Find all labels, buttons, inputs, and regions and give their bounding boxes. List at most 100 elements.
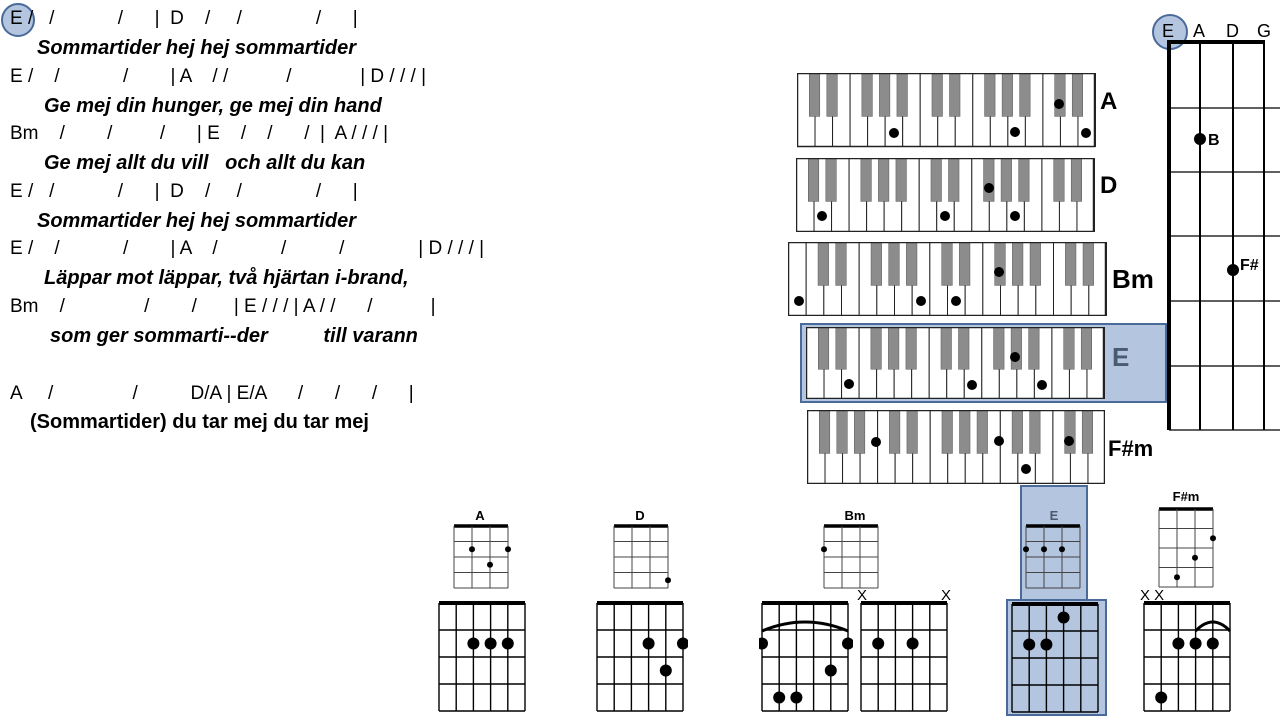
keyboard-label-bm: Bm (1112, 264, 1154, 294)
black-key (1065, 242, 1077, 286)
chord-line-7: A / / D/A | E/A / / / | (10, 383, 414, 404)
black-key (809, 73, 821, 117)
guitar-finger-dot (1155, 691, 1168, 704)
black-key (879, 73, 891, 117)
black-key (896, 73, 908, 117)
guitar-diagram-e (1011, 602, 1099, 713)
black-key (1010, 327, 1022, 370)
black-key (888, 327, 900, 370)
pressed-key-dot (1037, 380, 1047, 390)
black-key (889, 410, 901, 454)
finger-dot (665, 577, 671, 584)
black-key (825, 158, 837, 202)
black-key (1011, 410, 1023, 454)
black-key (993, 327, 1005, 370)
pressed-key-dot (1064, 436, 1074, 446)
fretboard-grid (1167, 40, 1280, 431)
lyric-line-6: som ger sommarti--der till varann (50, 325, 418, 347)
chord-line-1: E / / / | D / / / | (10, 8, 358, 29)
black-key (870, 242, 882, 286)
guitar-diagram-extra (860, 601, 948, 712)
black-key (905, 327, 917, 370)
black-key (835, 327, 847, 370)
keyboard-label-a: A (1100, 88, 1118, 115)
keyboard-bm (788, 242, 1108, 316)
guitar-mute-mark-2: X (941, 587, 952, 604)
note-marker-fs (1227, 264, 1239, 276)
guitar-mute-mark-3: X X (1140, 587, 1165, 604)
black-key (870, 327, 882, 370)
pressed-key-dot (967, 380, 977, 390)
guitar-finger-dot (642, 637, 655, 650)
lyric-line-2: Ge mej din hunger, ge mej din hand (44, 95, 382, 117)
note-marker-fs-label: F# (1240, 257, 1259, 274)
black-key (1029, 410, 1041, 454)
small-diagram-label-d: D (635, 508, 645, 523)
keyboard-d (796, 158, 1095, 232)
pressed-key-dot (984, 183, 994, 193)
keyboard-frame (796, 158, 1095, 232)
guitar-finger-dot (872, 637, 885, 650)
guitar-diagram-a (438, 601, 526, 712)
guitar-finger-dot (484, 637, 497, 650)
small-diagram-label-fsm: F#m (1172, 489, 1200, 504)
black-key (895, 158, 907, 202)
black-key (994, 242, 1006, 286)
pressed-key-dot (1010, 211, 1020, 221)
keyboard-a (797, 73, 1096, 148)
guitar-finger-dot (1172, 637, 1185, 650)
note-marker-b-label: B (1208, 132, 1220, 149)
note-marker-b (1194, 133, 1206, 145)
black-key (836, 410, 848, 454)
small-diagram-a (453, 524, 511, 589)
finger-dot (1023, 546, 1029, 553)
black-key (1001, 73, 1013, 117)
black-key (1081, 410, 1093, 454)
finger-dot (821, 546, 827, 553)
guitar-finger-dot (501, 637, 514, 650)
guitar-diagram-d (596, 601, 688, 712)
string-label-a: A (1193, 21, 1206, 41)
chord-line-2: E / / / | A / / / | D / / / | (10, 66, 427, 87)
keyboard-fsm (807, 410, 1105, 484)
black-key (1028, 327, 1040, 370)
chord-line-5: E / / / | A / / / | D / / / | (10, 238, 485, 259)
chord-line-6: Bm / / / | E / / / | A / / / | (10, 296, 436, 317)
guitar-finger-dot (906, 637, 919, 650)
black-key (906, 242, 918, 286)
black-key (948, 158, 960, 202)
guitar-finger-dot (1189, 637, 1202, 650)
small-diagram-label-e: E (1049, 508, 1059, 523)
guitar-finger-dot (1040, 638, 1053, 651)
small-diagram-label-a: A (475, 508, 485, 523)
small-diagram-bm (821, 524, 879, 589)
black-key (949, 73, 961, 117)
finger-dot (1059, 546, 1065, 553)
guitar-finger-dot (677, 637, 688, 650)
guitar-finger-dot (659, 664, 672, 677)
black-key (906, 410, 918, 454)
guitar-finger-dot (824, 664, 837, 677)
guitar-barre (761, 620, 849, 633)
pressed-key-dot (1021, 464, 1031, 474)
black-key (1019, 73, 1031, 117)
lyric-line-5: Läppar mot läppar, två hjärtan i-brand, (44, 267, 409, 289)
pressed-key-dot (951, 296, 961, 306)
pressed-key-dot (889, 128, 899, 138)
black-key (1053, 158, 1065, 202)
black-key (1000, 158, 1012, 202)
black-key (817, 242, 829, 286)
string-label-g: G (1257, 21, 1272, 41)
pressed-key-dot (871, 437, 881, 447)
string-label-e: E (1162, 21, 1175, 41)
small-diagram-fsm (1158, 507, 1216, 588)
black-key (959, 242, 971, 286)
black-key (958, 327, 970, 370)
black-key (835, 242, 847, 286)
black-key (976, 410, 988, 454)
black-key (1018, 158, 1030, 202)
guitar-barre (1194, 620, 1232, 633)
pressed-key-dot (916, 296, 926, 306)
current-chord-marker (1, 3, 35, 37)
black-key (984, 73, 996, 117)
